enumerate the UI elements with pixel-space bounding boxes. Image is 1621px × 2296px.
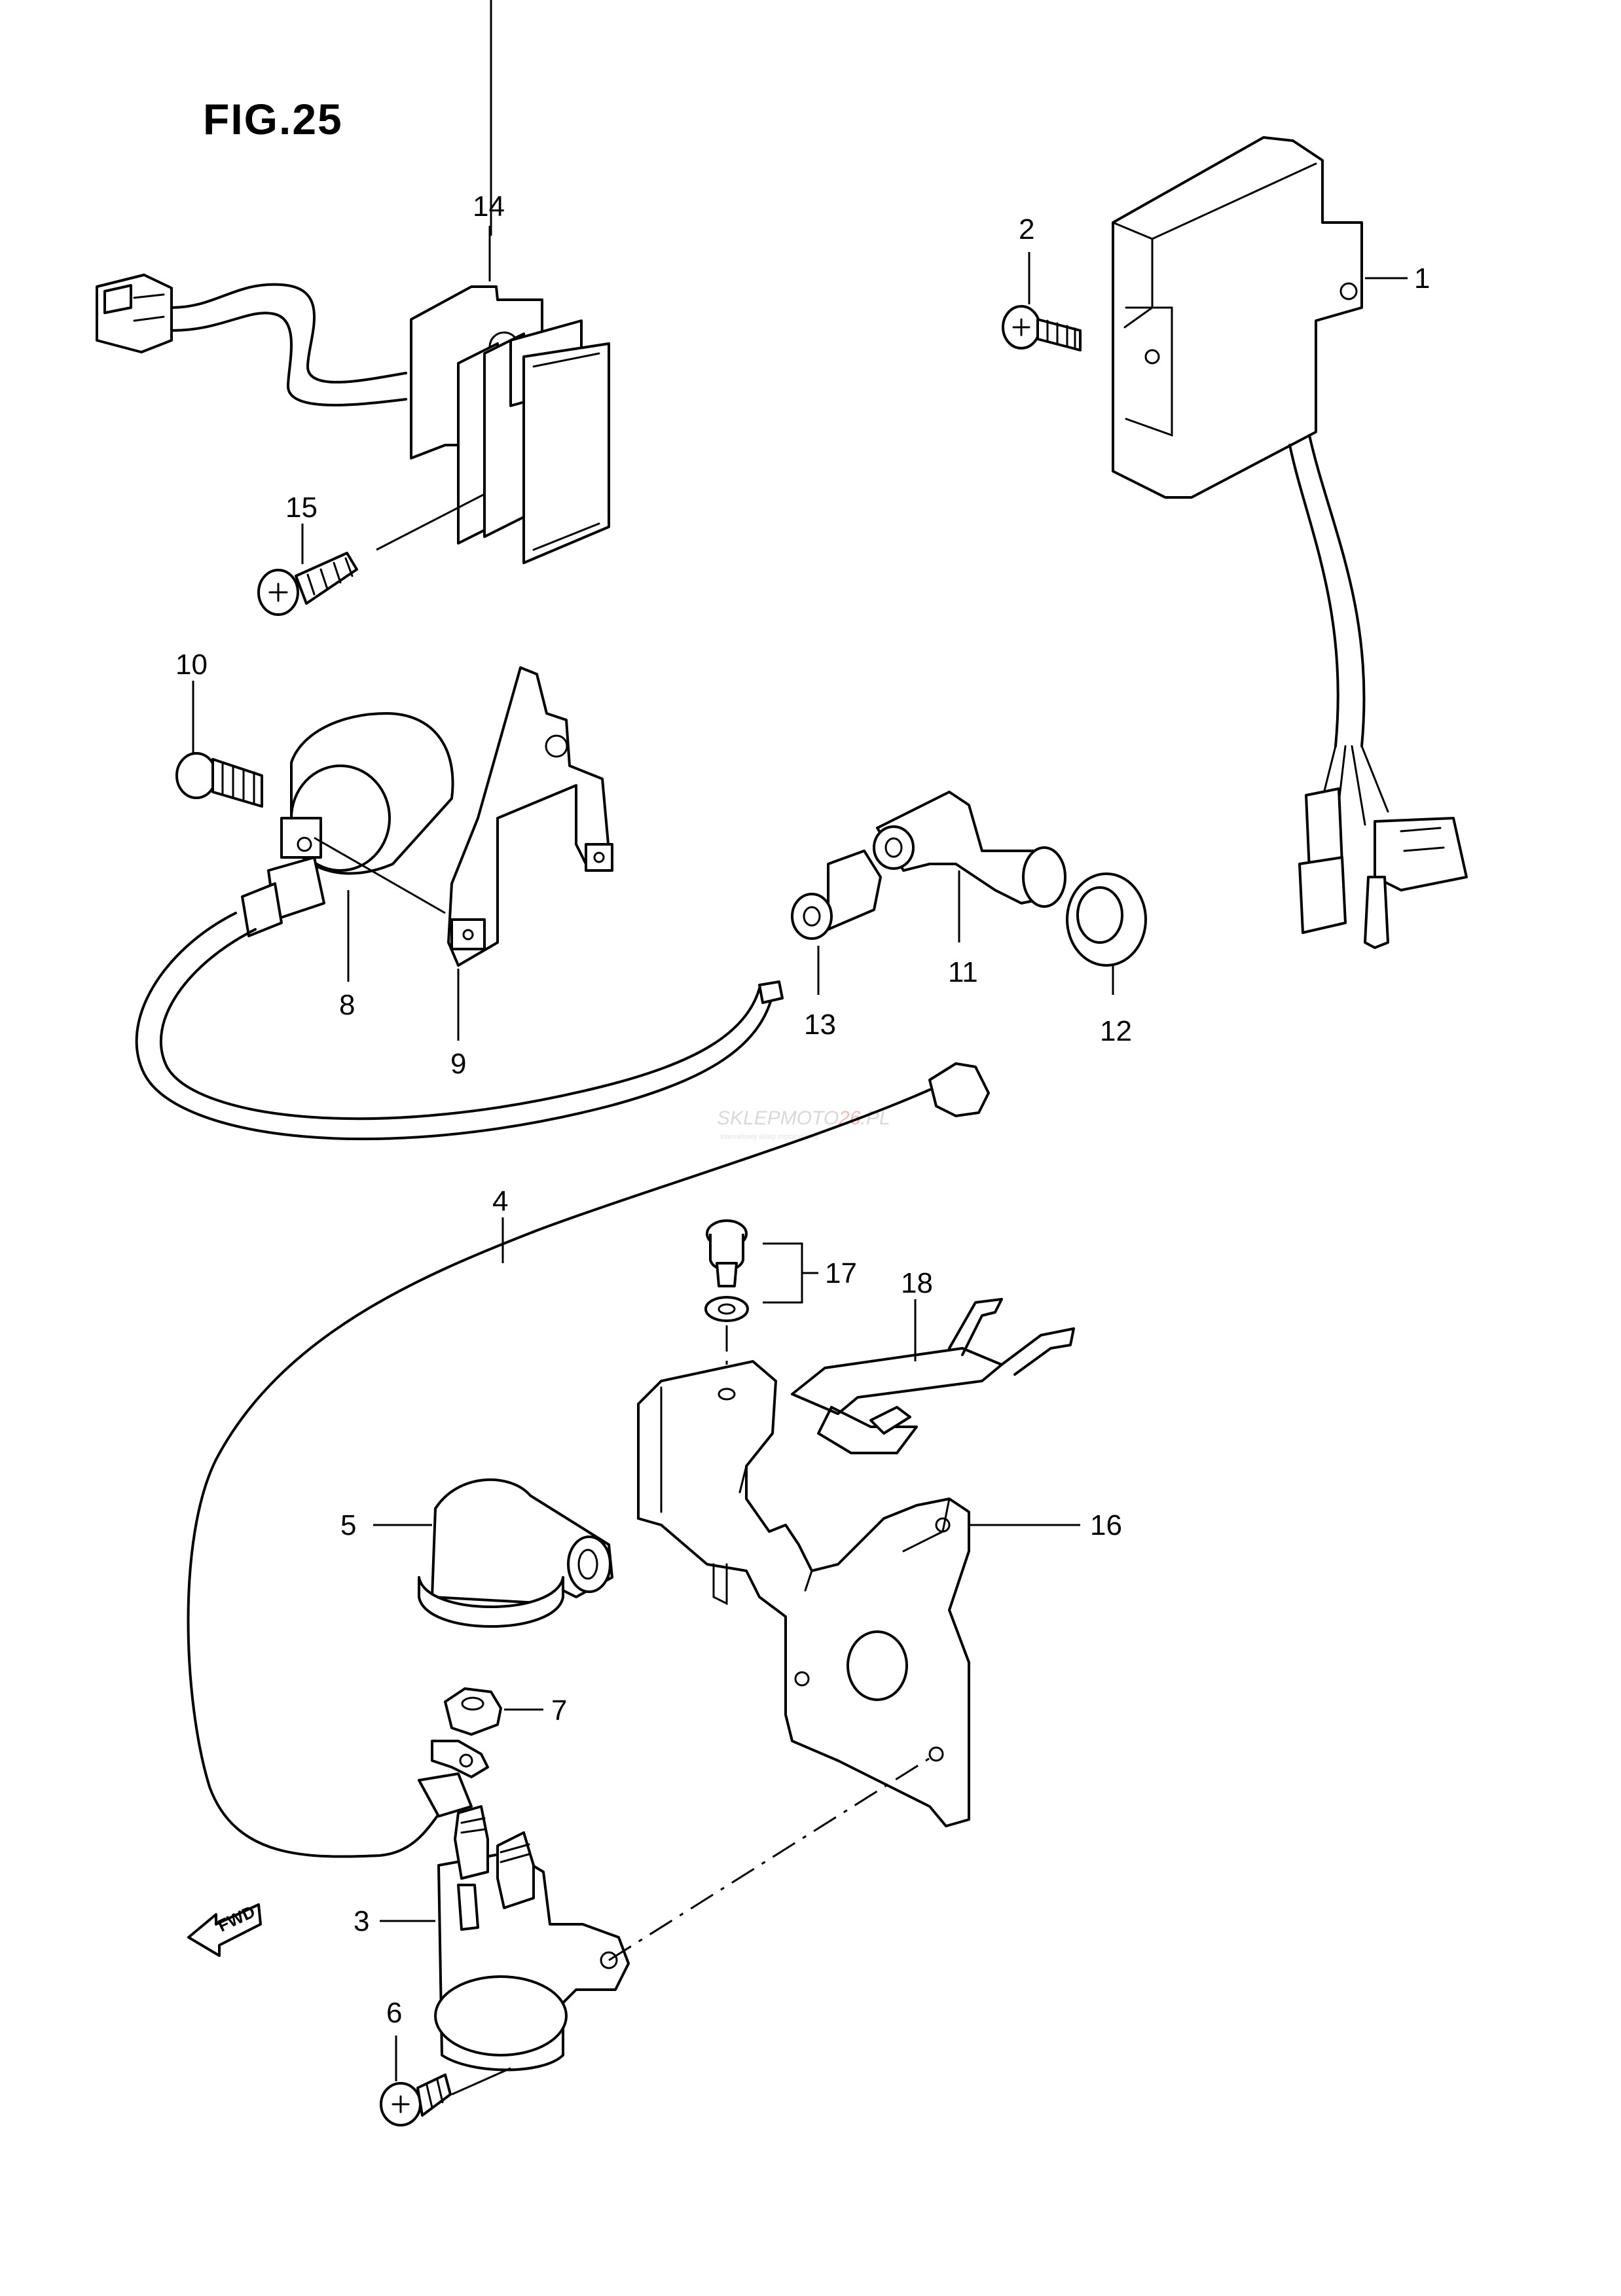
coil-bracket-icon: [314, 666, 613, 967]
seal-ring-icon: [1066, 872, 1147, 967]
callout-14: 14: [473, 190, 505, 223]
callout-1: 1: [1414, 262, 1430, 295]
grommet-icon: [791, 850, 882, 940]
control-unit-icon: [1112, 136, 1468, 949]
callout-10: 10: [175, 649, 208, 681]
callout-8: 8: [339, 989, 355, 1021]
callout-12: 12: [1100, 1015, 1132, 1047]
bolt-icon: [175, 752, 263, 808]
callout-17: 17: [825, 1257, 857, 1289]
callout-6: 6: [386, 1997, 402, 2029]
figure-title: FIG.25: [203, 95, 343, 143]
callout-5: 5: [340, 1509, 356, 1541]
regulator-rectifier-icon: [96, 274, 610, 564]
nut-icon: [444, 1687, 502, 1736]
rubber-cap-icon: [418, 1478, 613, 1628]
bolt-and-washer-icon: [704, 1219, 749, 1322]
lead-wire-icon: [187, 1062, 990, 1858]
callout-18: 18: [901, 1267, 933, 1299]
plug-cap-icon: [873, 791, 1066, 908]
fwd-arrow-icon: FWD: [187, 1901, 262, 1957]
callout-16: 16: [1090, 1509, 1122, 1541]
starter-relay-icon: [434, 1805, 630, 2072]
screw-icon: [257, 552, 358, 616]
watermark-tagline: internetowy sklep motocyklowy: [720, 1133, 820, 1141]
callout-3: 3: [354, 1905, 369, 1937]
ignition-coil-icon: [135, 712, 784, 1141]
watermark-brand: SKLEPMOTO: [717, 1107, 839, 1129]
mounting-bracket-icon: [637, 1360, 970, 1827]
callout-15: 15: [285, 492, 318, 524]
retaining-band-icon: [791, 1298, 1075, 1454]
screw-icon: [1002, 305, 1082, 351]
callout-9: 9: [450, 1048, 466, 1080]
svg-text:SKLEPMOTO26.PL: SKLEPMOTO26.PL: [717, 1107, 890, 1129]
callout-4: 4: [492, 1185, 508, 1217]
callout-11: 11: [948, 956, 978, 988]
callout-7: 7: [551, 1695, 567, 1727]
screw-icon: [380, 2073, 452, 2126]
callout-13: 13: [804, 1009, 836, 1041]
watermark: SKLEPMOTO26.PL internetowy sklep motocyk…: [717, 1107, 890, 1141]
callout-2: 2: [1019, 213, 1034, 245]
watermark-suffix: .PL: [861, 1107, 890, 1129]
